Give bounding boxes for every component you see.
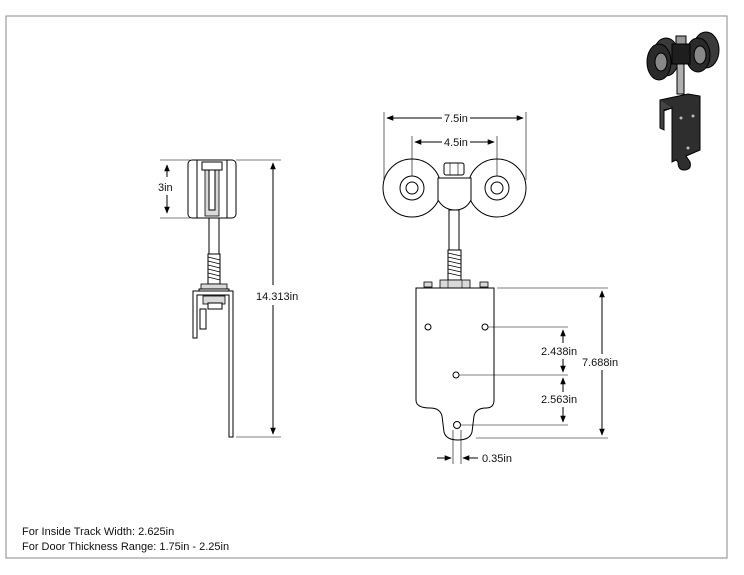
left-wheel [382, 158, 442, 218]
right-wheel [467, 158, 527, 218]
dim-overall-width: 7.5in [444, 113, 468, 125]
dim-plate-height: 7.688in [582, 357, 618, 369]
front-view [382, 112, 608, 464]
note-track-width: For Inside Track Width: 2.625in [22, 526, 174, 538]
side-threaded-rod [207, 253, 221, 285]
roller-hanger-render-icon [646, 31, 720, 171]
dim-side-total-height: 14.313in [256, 291, 298, 303]
dim-wheel-spacing: 4.5in [444, 137, 468, 149]
mounting-plate [415, 287, 495, 441]
note-door-thickness: For Door Thickness Range: 1.75in - 2.25i… [22, 541, 229, 553]
dim-slot-width: 0.35in [482, 453, 512, 465]
dim-side-top-height: 3in [158, 182, 173, 194]
dim-hole-spacing-lower: 2.563in [541, 394, 577, 406]
drawing-border [5, 15, 728, 559]
front-threaded-rod [447, 249, 462, 281]
side-view [160, 159, 281, 438]
dim-hole-spacing-upper: 2.438in [541, 346, 577, 358]
